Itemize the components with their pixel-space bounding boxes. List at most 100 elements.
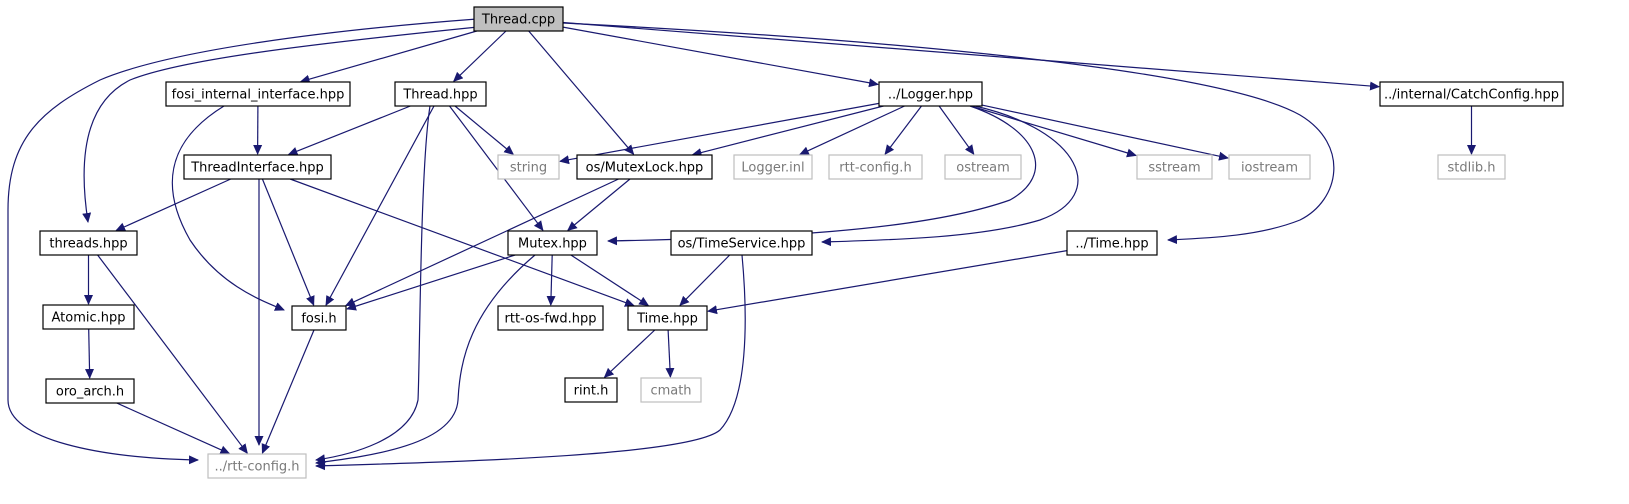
node-label: ../Logger.hpp xyxy=(888,88,973,103)
edge-time_up-to-time_hpp xyxy=(707,250,1068,315)
edge-thread_cpp-to-threads xyxy=(82,26,479,223)
node-fosi-internal[interactable]: fosi_internal_interface.hpp xyxy=(165,81,351,107)
node-label: string xyxy=(510,161,547,176)
node-label: Logger.inl xyxy=(741,161,804,176)
edge-thread_hpp-to-mutex xyxy=(449,105,544,231)
node-label: sstream xyxy=(1148,161,1200,176)
node-iostream: iostream xyxy=(1228,154,1311,180)
node-label: threads.hpp xyxy=(49,237,127,252)
node-rint[interactable]: rint.h xyxy=(564,377,618,403)
node-label: ../Time.hpp xyxy=(1075,237,1148,252)
node-label: os/TimeService.hpp xyxy=(678,237,806,252)
edge-timeservice-to-rttconfig_up xyxy=(315,254,746,471)
node-label: rint.h xyxy=(574,384,609,399)
node-label: iostream xyxy=(1241,161,1298,176)
edge-threadinterface-to-time_hpp xyxy=(289,178,635,307)
node-threadinterface[interactable]: ThreadInterface.hpp xyxy=(183,154,332,180)
node-box xyxy=(878,81,983,107)
node-box xyxy=(1437,154,1506,180)
edge-time_hpp-to-cmath xyxy=(665,329,675,378)
edge-atomic-to-oroarch xyxy=(85,328,95,379)
edge-logger_hpp-to-iostream xyxy=(981,104,1229,161)
edge-mutex-to-rttconfig_up xyxy=(315,254,536,467)
edge-thread_cpp-to-thread_hpp xyxy=(452,30,507,82)
node-thread-cpp[interactable]: Thread.cpp xyxy=(473,6,564,32)
node-time-up[interactable]: ../Time.hpp xyxy=(1066,230,1158,256)
node-box xyxy=(564,377,618,403)
node-box xyxy=(394,81,487,107)
node-label: fosi_internal_interface.hpp xyxy=(172,88,345,103)
node-box xyxy=(165,81,351,107)
node-box xyxy=(497,154,560,180)
node-box xyxy=(733,154,813,180)
edge-logger_hpp-to-sstream xyxy=(970,105,1137,158)
node-rttconfig-up: ../rtt-config.h xyxy=(207,453,307,479)
edge-fosi-to-rttconfig_up xyxy=(261,329,315,455)
node-rttconfig-h: rtt-config.h xyxy=(828,154,923,180)
edge-thread_hpp-to-fosi xyxy=(325,105,435,306)
node-label: ostream xyxy=(956,161,1010,176)
node-string: string xyxy=(497,154,560,180)
node-fosi[interactable]: fosi.h xyxy=(291,305,347,331)
node-stdlib: stdlib.h xyxy=(1437,154,1506,180)
node-catchconfig[interactable]: ../internal/CatchConfig.hpp xyxy=(1379,81,1564,107)
edge-logger_hpp-to-logger_inl xyxy=(798,105,905,156)
node-box xyxy=(42,304,135,330)
edge-mutex-to-fosi xyxy=(346,254,516,311)
edge-logger_hpp-to-mutexlock xyxy=(691,105,884,157)
node-sstream: sstream xyxy=(1136,154,1213,180)
edge-oroarch-to-rttconfig_up xyxy=(116,402,231,455)
edge-thread_hpp-to-rttconfig_up xyxy=(315,105,431,464)
edge-thread_cpp-to-rttconfig_up xyxy=(7,18,478,465)
edge-logger_hpp-to-string xyxy=(559,102,880,165)
edge-fosi_internal-to-fosi xyxy=(171,105,285,311)
node-rttosfwd[interactable]: rtt-os-fwd.hpp xyxy=(497,305,604,331)
edge-thread_cpp-to-fosi_internal xyxy=(299,30,477,84)
node-label: stdlib.h xyxy=(1448,161,1496,176)
edge-mutexlock-to-fosi xyxy=(344,178,619,307)
node-threads[interactable]: threads.hpp xyxy=(39,230,138,256)
node-box xyxy=(497,305,604,331)
edge-mutex-to-rttosfwd xyxy=(546,254,556,306)
node-label: Mutex.hpp xyxy=(518,237,587,252)
edge-mutexlock-to-mutex xyxy=(567,178,631,232)
node-box xyxy=(627,305,708,331)
edge-timeservice-to-time_hpp xyxy=(679,254,731,307)
node-box xyxy=(1066,230,1158,256)
node-label: fosi.h xyxy=(301,312,336,327)
edge-threadinterface-to-threads xyxy=(115,178,232,232)
edge-logger_hpp-to-rttconfig_h xyxy=(884,105,922,155)
node-label: ../rtt-config.h xyxy=(214,460,299,475)
edge-time_hpp-to-rint xyxy=(603,329,656,378)
node-box xyxy=(828,154,923,180)
node-thread-hpp[interactable]: Thread.hpp xyxy=(394,81,487,107)
node-ostream: ostream xyxy=(944,154,1022,180)
edge-logger_hpp-to-timeservice xyxy=(821,105,1079,247)
node-box xyxy=(207,453,307,479)
node-box xyxy=(507,230,598,256)
node-timeservice[interactable]: os/TimeService.hpp xyxy=(670,230,813,256)
node-mutexlock[interactable]: os/MutexLock.hpp xyxy=(576,154,713,180)
node-label: rtt-config.h xyxy=(839,161,911,176)
node-box xyxy=(183,154,332,180)
node-box xyxy=(576,154,713,180)
node-time-hpp[interactable]: Time.hpp xyxy=(627,305,708,331)
node-label: oro_arch.h xyxy=(56,385,124,400)
edge-thread_hpp-to-threadinterface xyxy=(287,105,411,156)
node-logger-inl: Logger.inl xyxy=(733,154,813,180)
node-box xyxy=(670,230,813,256)
node-oroarch[interactable]: oro_arch.h xyxy=(45,378,135,404)
node-label: Thread.cpp xyxy=(481,13,555,28)
node-logger-hpp[interactable]: ../Logger.hpp xyxy=(878,81,983,107)
node-atomic[interactable]: Atomic.hpp xyxy=(42,304,135,330)
edge-thread_cpp-to-logger_hpp xyxy=(562,26,879,88)
node-box xyxy=(1136,154,1213,180)
edge-logger_hpp-to-ostream xyxy=(938,105,975,156)
node-mutex[interactable]: Mutex.hpp xyxy=(507,230,598,256)
edge-thread_hpp-to-string xyxy=(454,105,515,156)
node-box xyxy=(473,6,564,32)
node-label: cmath xyxy=(650,384,691,399)
node-cmath: cmath xyxy=(640,377,702,403)
node-box xyxy=(640,377,702,403)
